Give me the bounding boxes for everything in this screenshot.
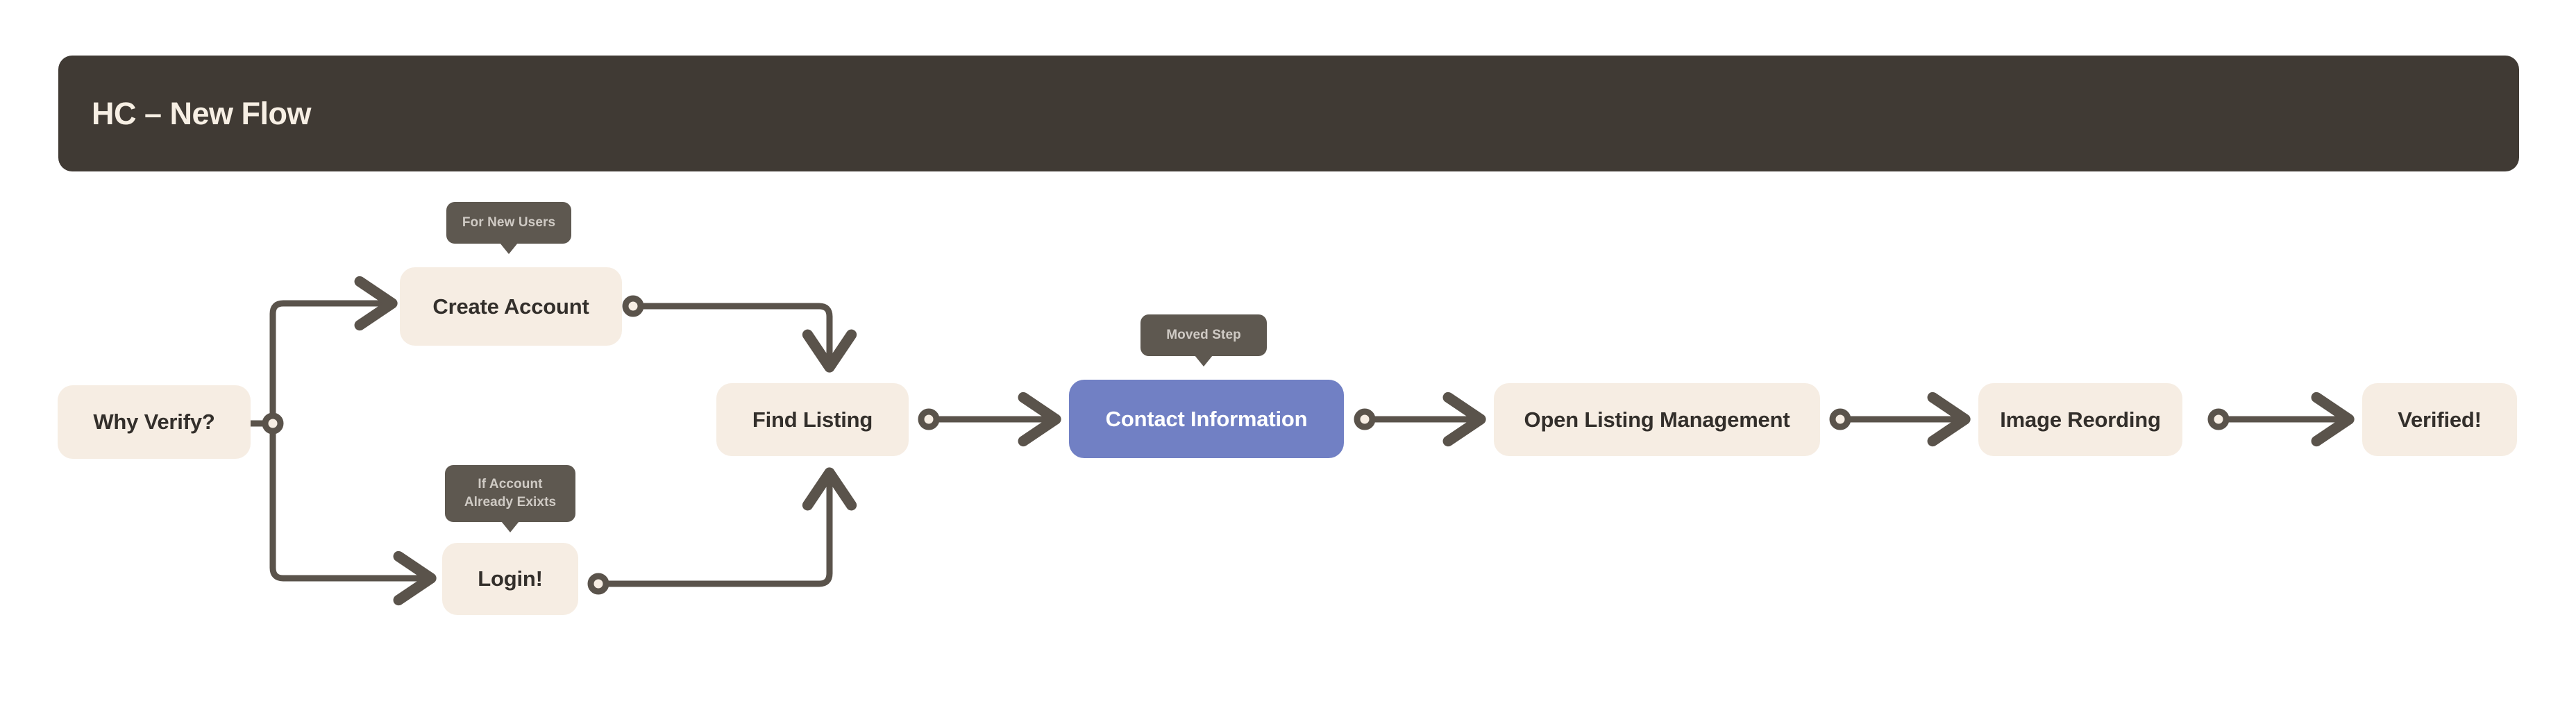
node-contact-information-label: Contact Information [1105, 406, 1308, 431]
node-login-label: Login! [478, 566, 543, 591]
node-create-account[interactable]: Create Account [400, 267, 622, 346]
node-login[interactable]: Login! [442, 543, 578, 615]
tooltip-if-account-line-1: If Account [478, 477, 543, 492]
tooltip-for-new-users-label: For New Users [462, 215, 556, 230]
node-open-listing-management-label: Open Listing Management [1524, 407, 1790, 432]
node-why-verify-label: Why Verify? [93, 410, 215, 434]
node-verified-label: Verified! [2398, 407, 2482, 432]
node-image-reording[interactable]: Image Reording [1978, 383, 2182, 456]
tooltip-if-account-already-exists: If Account Already Exixts [445, 465, 575, 522]
tooltip-if-account-line-2: Already Exixts [464, 495, 557, 510]
edge-login-to-find-listing [603, 467, 857, 587]
node-find-listing-label: Find Listing [752, 407, 873, 432]
edge-create-account-to-find-listing [630, 303, 857, 373]
edge-handle-contact-information [1354, 408, 1376, 430]
node-open-listing-management[interactable]: Open Listing Management [1494, 383, 1820, 456]
edge-why-verify-to-login [269, 426, 437, 606]
edge-handle-create-account [622, 295, 644, 317]
node-why-verify[interactable]: Why Verify? [58, 385, 251, 459]
page-title: HC – New Flow [92, 95, 312, 131]
node-contact-information[interactable]: Contact Information [1069, 380, 1344, 458]
edge-handle-login [587, 573, 609, 595]
tooltip-moved-step: Moved Step [1140, 314, 1267, 356]
node-create-account-label: Create Account [432, 294, 589, 319]
edge-handle-find-listing [918, 408, 940, 430]
node-image-reording-label: Image Reording [2000, 407, 2161, 432]
header-bar: HC – New Flow [58, 56, 2519, 171]
edge-handle-why-verify [262, 412, 284, 435]
edge-handle-open-listing-management [1829, 408, 1851, 430]
edge-why-verify-to-create-account [269, 276, 398, 421]
node-find-listing[interactable]: Find Listing [716, 383, 909, 456]
node-verified[interactable]: Verified! [2362, 383, 2517, 456]
edge-handle-image-reording [2207, 408, 2230, 430]
tooltip-moved-step-label: Moved Step [1166, 328, 1241, 343]
tooltip-for-new-users: For New Users [446, 202, 571, 244]
